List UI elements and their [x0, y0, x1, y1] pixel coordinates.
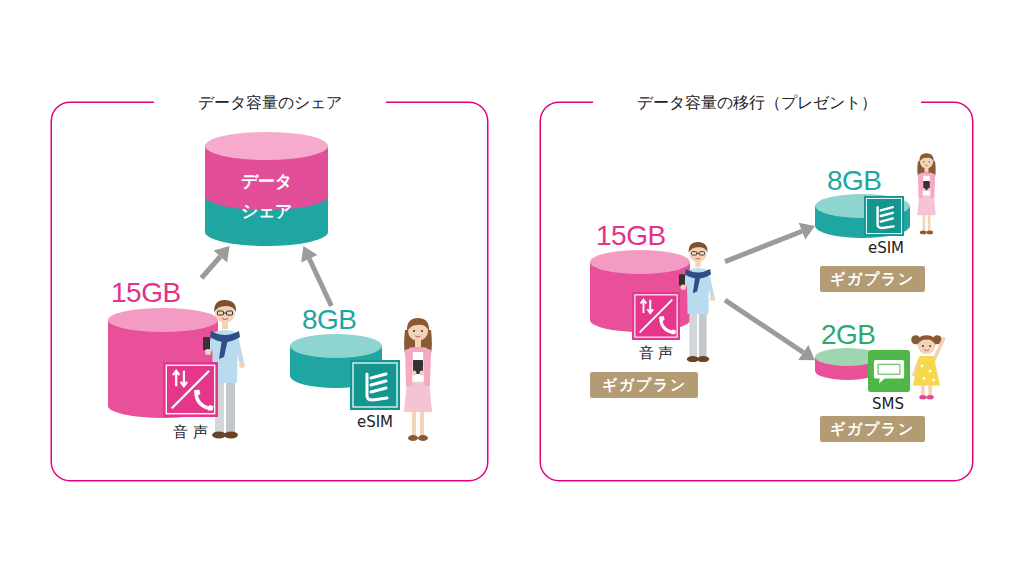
label-slot: SMS — [854, 394, 922, 413]
line-type-label: eSIM — [868, 239, 904, 257]
label-slot: データ容量の移行（プレゼント） — [541, 92, 972, 114]
plan-tag-text: ギガプラン — [830, 270, 915, 289]
cylinder-shape — [815, 348, 880, 380]
data-cylinder: 8GBeSIM — [290, 306, 382, 388]
arrow-line — [725, 300, 803, 352]
label-slot: 8GB — [302, 306, 357, 334]
line-type-label: 音 声 — [173, 423, 208, 441]
plan-tag-text: ギガプラン — [830, 420, 915, 439]
label-slot: 8GB — [827, 168, 882, 194]
man-figure — [679, 242, 715, 362]
man-figure — [203, 300, 245, 439]
label-slot: データ容量のシェア — [52, 92, 487, 114]
data-cylinder: 15GB音 声 — [590, 222, 725, 332]
cylinder-shape — [590, 250, 690, 332]
arrow-connector — [202, 246, 230, 278]
esim-icon — [350, 360, 400, 410]
arrow-head — [214, 246, 230, 262]
capacity-label: 15GB — [596, 220, 666, 251]
arrow-head — [798, 345, 815, 360]
cylinder-shape — [815, 194, 910, 238]
girl-figure — [911, 335, 943, 399]
plan-tag: ギガプラン — [820, 416, 925, 442]
arrow-head — [301, 246, 317, 262]
line-type-label: eSIM — [357, 413, 393, 431]
line-type-label: 音 声 — [639, 344, 674, 362]
capacity-label: 2GB — [821, 319, 876, 350]
capacity-label: 15GB — [111, 277, 181, 308]
woman-figure — [917, 153, 935, 234]
cylinder-shape — [290, 334, 382, 388]
plan-tag: ギガプラン — [820, 266, 925, 292]
arrow-line — [309, 259, 331, 306]
woman-figure — [404, 318, 432, 441]
cylinder-top — [815, 348, 880, 366]
arrow-head — [799, 223, 815, 240]
label-slot: データ シェア — [205, 146, 328, 246]
panel-heading: データ容量のシェア — [154, 92, 386, 114]
group-panel: データ容量のシェアデータ シェア15GB音 声8GBeSIM — [52, 103, 487, 480]
arrow-line — [725, 231, 802, 261]
esim-icon — [864, 196, 904, 236]
cylinder-text: データ シェア — [236, 166, 297, 226]
label-slot: 15GB — [596, 222, 666, 250]
plan-tag: ギガプラン — [590, 372, 698, 398]
data-cylinder: 2GBSMS — [815, 322, 880, 380]
arrow-connector — [725, 300, 815, 360]
cylinder-body — [108, 320, 218, 418]
label-slot: 音 声 — [622, 343, 690, 362]
cylinder-top — [590, 250, 690, 274]
sms-icon — [868, 350, 910, 392]
cylinder-top — [815, 194, 910, 218]
arrow-connector — [725, 223, 815, 262]
group-panel: データ容量の移行（プレゼント）15GB音 声ギガプラン8GBeSIMギガプラン2… — [541, 103, 972, 480]
arrow-connector — [301, 246, 331, 306]
data-cylinder: 8GBeSIM — [815, 168, 910, 238]
line-type-label: SMS — [872, 395, 904, 413]
voice-icon — [632, 292, 680, 340]
cylinder-top — [205, 132, 328, 160]
cylinder-shape — [108, 308, 218, 418]
cylinder-body — [205, 146, 328, 246]
label-slot: eSIM — [340, 412, 410, 431]
capacity-label: 8GB — [827, 165, 882, 196]
label-slot: 15GB — [111, 278, 181, 308]
cylinder-top — [108, 308, 218, 332]
plan-tag-text: ギガプラン — [602, 376, 687, 395]
capacity-label: 8GB — [302, 304, 357, 335]
panel-heading: データ容量の移行（プレゼント） — [593, 92, 921, 114]
arrow-line — [202, 257, 221, 278]
label-slot: eSIM — [852, 238, 920, 257]
data-cylinder: データ シェア — [205, 132, 328, 246]
voice-icon — [163, 362, 218, 417]
cylinder-top — [290, 334, 382, 358]
label-slot: 2GB — [821, 322, 876, 348]
data-cylinder: 15GB音 声 — [108, 278, 218, 418]
label-slot: 音 声 — [153, 422, 228, 441]
